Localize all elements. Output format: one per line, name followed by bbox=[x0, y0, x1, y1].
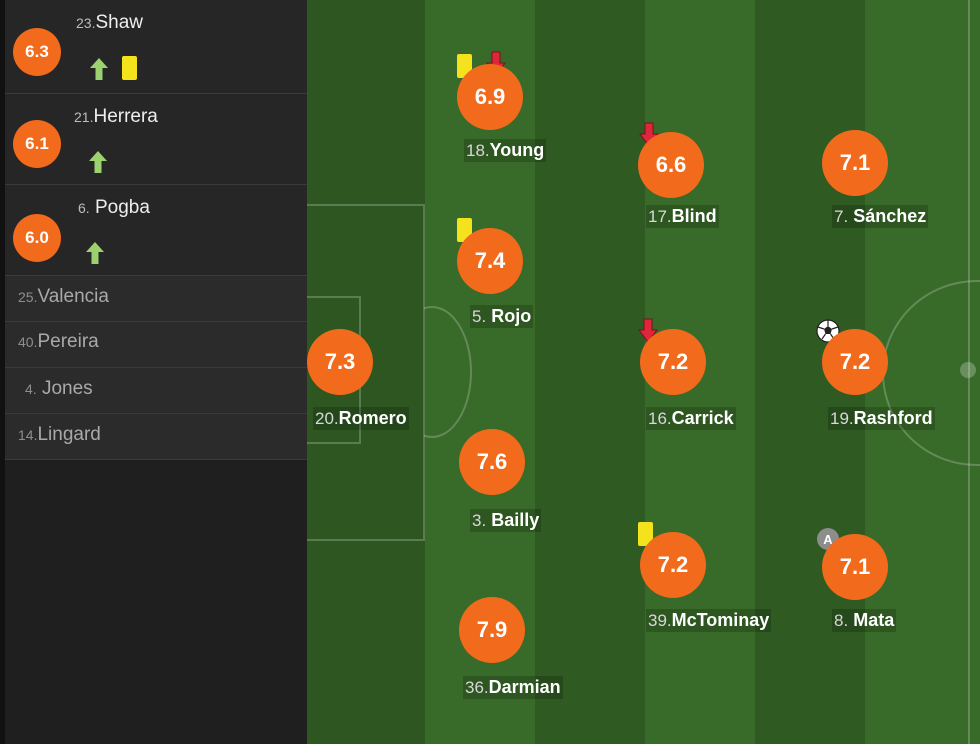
player-surname: Sánchez bbox=[853, 206, 927, 226]
sub-on-icon bbox=[90, 58, 108, 80]
rating-badge: 6.1 bbox=[13, 120, 61, 168]
player-surname: Blind bbox=[671, 206, 717, 226]
shirt-number: 36. bbox=[465, 678, 489, 697]
rating-badge: 6.0 bbox=[13, 214, 61, 262]
player-label: 36.Darmian bbox=[463, 676, 563, 699]
shirt-number: 8. bbox=[834, 611, 849, 630]
yellow-card-icon bbox=[122, 56, 137, 80]
pitch-stripe bbox=[535, 0, 645, 744]
player-surname: Shaw bbox=[95, 12, 143, 33]
rating-badge: 6.9 bbox=[457, 64, 523, 130]
player-label: 3. Bailly bbox=[470, 509, 542, 532]
shirt-number: 16. bbox=[648, 409, 672, 428]
shirt-number: 40. bbox=[18, 334, 38, 350]
shirt-number: 20. bbox=[315, 409, 339, 428]
panel-edge bbox=[0, 0, 5, 744]
rating-badge: 7.2 bbox=[822, 329, 888, 395]
shirt-number: 39. bbox=[648, 611, 672, 630]
player-surname: Bailly bbox=[491, 510, 540, 530]
shirt-number: 17. bbox=[648, 207, 672, 226]
player-surname: Young bbox=[489, 140, 545, 160]
player-label: 20.Romero bbox=[313, 407, 409, 430]
player-name: 21.Herrera bbox=[74, 106, 158, 128]
player-name: 25.Valencia bbox=[18, 286, 109, 308]
player-surname: Valencia bbox=[37, 286, 109, 307]
pitch: 7.3 20.Romero 6.9 18.Young 7.4 5. Rojo 7… bbox=[307, 0, 980, 744]
player-label: 16.Carrick bbox=[646, 407, 736, 430]
player-surname: Mata bbox=[853, 610, 895, 630]
sub-on-icon bbox=[89, 151, 107, 173]
player-surname: Carrick bbox=[671, 408, 734, 428]
player-label: 17.Blind bbox=[646, 205, 719, 228]
player-name: 4. Jones bbox=[25, 378, 93, 400]
halfway-line bbox=[968, 0, 970, 744]
player-name: 23.Shaw bbox=[76, 12, 143, 34]
bench-row-jones[interactable]: 4. Jones bbox=[5, 368, 307, 414]
shirt-number: 4. bbox=[25, 381, 37, 397]
shirt-number: 6. bbox=[78, 200, 90, 216]
player-surname: Darmian bbox=[488, 677, 561, 697]
rating-badge: 6.6 bbox=[638, 132, 704, 198]
rating-badge: 7.2 bbox=[640, 329, 706, 395]
sub-row-pogba[interactable]: 6.0 6. Pogba bbox=[5, 185, 307, 276]
player-label: 7. Sánchez bbox=[832, 205, 929, 228]
player-name: 14.Lingard bbox=[18, 424, 101, 446]
rating-badge: 7.3 bbox=[307, 329, 373, 395]
shirt-number: 19. bbox=[830, 409, 854, 428]
bench-row-pereira[interactable]: 40.Pereira bbox=[5, 322, 307, 368]
rating-badge: 7.1 bbox=[822, 130, 888, 196]
substitutes-panel: 6.3 23.Shaw 6.1 21.Herrera 6.0 6. Pogba … bbox=[0, 0, 307, 744]
player-name: 40.Pereira bbox=[18, 331, 99, 353]
rating-badge: 7.9 bbox=[459, 597, 525, 663]
shirt-number: 23. bbox=[76, 15, 96, 31]
shirt-number: 25. bbox=[18, 289, 38, 305]
sub-row-herrera[interactable]: 6.1 21.Herrera bbox=[5, 94, 307, 185]
player-surname: Romero bbox=[338, 408, 407, 428]
rating-badge: 7.6 bbox=[459, 429, 525, 495]
shirt-number: 5. bbox=[472, 307, 487, 326]
rating-badge: 6.3 bbox=[13, 28, 61, 76]
player-surname: Lingard bbox=[37, 424, 101, 445]
shirt-number: 3. bbox=[472, 511, 487, 530]
player-label: 5. Rojo bbox=[470, 305, 534, 328]
sub-row-shaw[interactable]: 6.3 23.Shaw bbox=[5, 0, 307, 94]
rating-badge: 7.1 bbox=[822, 534, 888, 600]
rating-badge: 7.2 bbox=[640, 532, 706, 598]
player-name: 6. Pogba bbox=[78, 197, 150, 219]
player-surname: Pereira bbox=[37, 331, 99, 352]
player-surname: Pogba bbox=[94, 197, 150, 218]
shirt-number: 18. bbox=[466, 141, 490, 160]
rating-badge: 7.4 bbox=[457, 228, 523, 294]
yellow-card-icon bbox=[638, 522, 653, 546]
sub-on-icon bbox=[86, 242, 104, 264]
bench-row-valencia[interactable]: 25.Valencia bbox=[5, 276, 307, 322]
player-surname: Herrera bbox=[93, 106, 158, 127]
player-label: 19.Rashford bbox=[828, 407, 935, 430]
player-surname: McTominay bbox=[671, 610, 770, 630]
shirt-number: 21. bbox=[74, 109, 94, 125]
player-surname: Rojo bbox=[491, 306, 532, 326]
shirt-number: 7. bbox=[834, 207, 849, 226]
bench-row-lingard[interactable]: 14.Lingard bbox=[5, 414, 307, 460]
player-surname: Rashford bbox=[853, 408, 933, 428]
center-spot bbox=[960, 362, 976, 378]
player-label: 8. Mata bbox=[832, 609, 897, 632]
shirt-number: 14. bbox=[18, 427, 38, 443]
player-surname: Jones bbox=[41, 378, 93, 399]
player-label: 39.McTominay bbox=[646, 609, 772, 632]
player-label: 18.Young bbox=[464, 139, 547, 162]
